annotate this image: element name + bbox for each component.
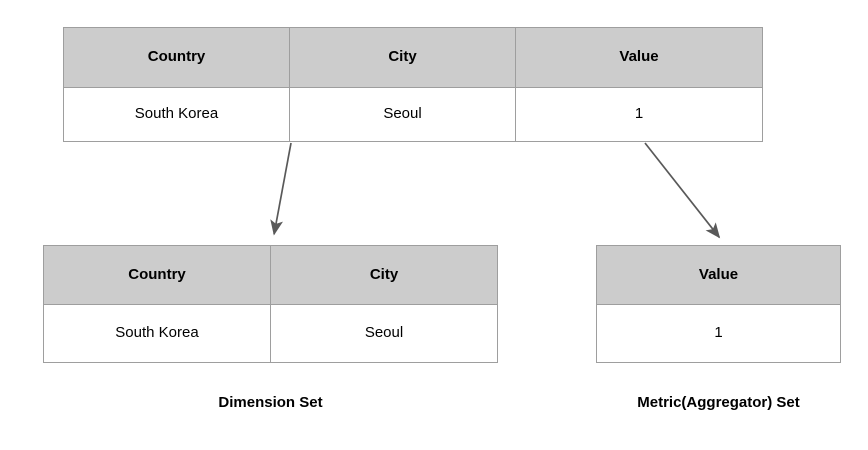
source-table-header-country: Country: [147, 48, 206, 66]
metric-table-cell-value: 1: [714, 324, 723, 342]
metric-set-table: Value 1: [596, 245, 841, 363]
metric-table-header-row: Value: [597, 246, 840, 304]
dimension-set-caption: Dimension Set: [218, 394, 323, 411]
metric-set-caption: Metric(Aggregator) Set: [637, 394, 800, 411]
metric-table-row: 1: [597, 304, 840, 362]
arrow-to-metric-set: [644, 142, 721, 239]
dimension-set-table: Country City South Korea Seoul: [43, 245, 498, 363]
source-table-row: South Korea Seoul 1: [64, 87, 762, 141]
dimension-table-header-city: City: [270, 246, 497, 304]
source-table-header-row: Country City Value: [64, 28, 762, 87]
dimension-table-header-row: Country City: [44, 246, 497, 304]
source-table-cell-country: South Korea: [134, 105, 219, 123]
source-table: Country City Value South Korea Seoul 1: [63, 27, 763, 142]
dimension-table-cell-country: South Korea: [115, 324, 199, 342]
metric-table-header-value: Value: [698, 265, 739, 283]
source-table-header-city: City: [289, 28, 515, 87]
dimension-table-cell-city: Seoul: [270, 305, 497, 362]
source-table-cell-value: 1: [515, 88, 762, 141]
dimension-table-header-country: Country: [128, 265, 186, 283]
source-table-cell-city: Seoul: [289, 88, 515, 141]
source-table-header-value: Value: [515, 28, 762, 87]
arrow-to-dimension-set: [270, 142, 292, 236]
dimension-table-row: South Korea Seoul: [44, 304, 497, 362]
